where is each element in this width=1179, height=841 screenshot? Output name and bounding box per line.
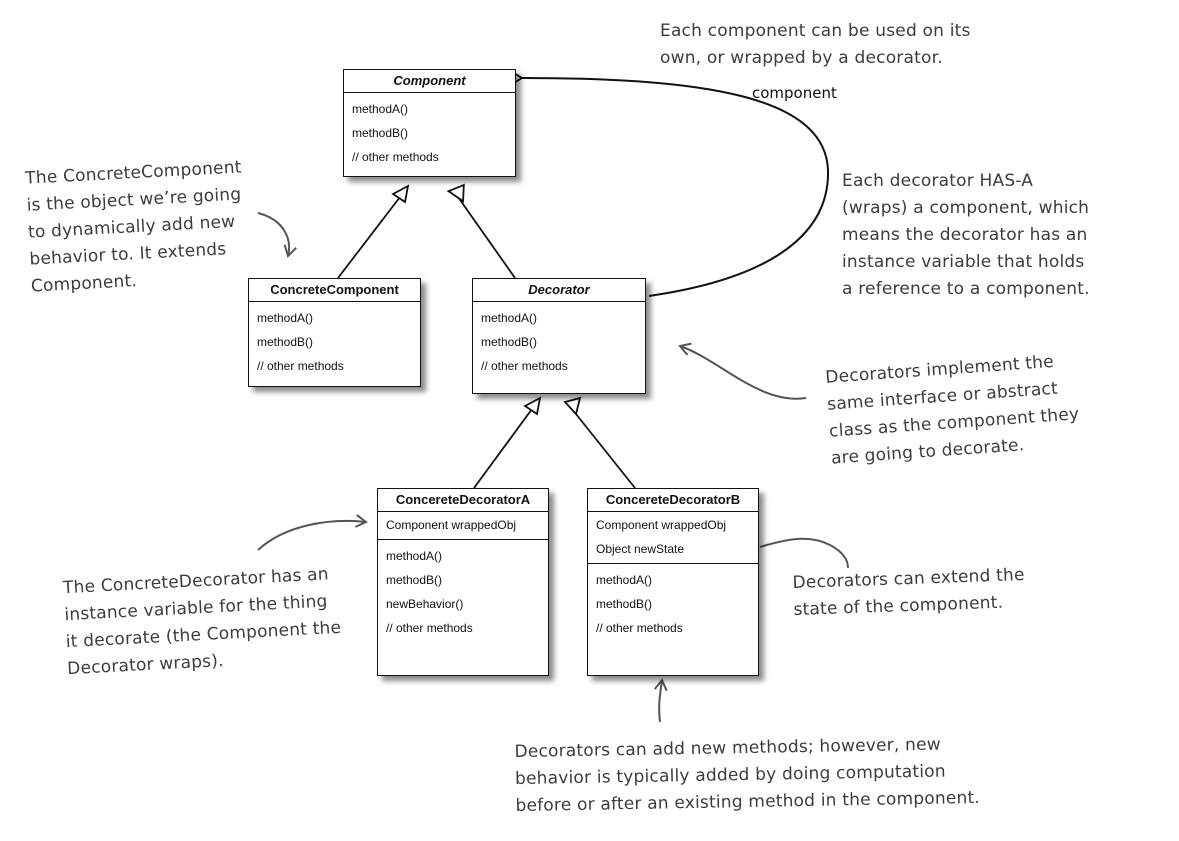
method: methodA() bbox=[352, 102, 409, 116]
class-title: Decorator bbox=[473, 279, 645, 302]
method: methodB() bbox=[596, 597, 653, 611]
note-concrete-component: The ConcreteComponent is the object we’r… bbox=[25, 154, 248, 300]
inherit-triangle bbox=[523, 396, 542, 416]
note-line: instance variable that holds bbox=[842, 252, 1085, 272]
note-line: Each component can be used on its bbox=[660, 21, 971, 41]
association-arc bbox=[511, 71, 830, 297]
inherit-line-decorator-b bbox=[571, 408, 636, 489]
method: newBehavior() bbox=[386, 597, 464, 611]
method: methodA() bbox=[481, 311, 538, 325]
method: methodB() bbox=[352, 126, 409, 140]
class-concrete-component: ConcreteComponent methodA() methodB() //… bbox=[248, 278, 421, 387]
note-arrow-concrete-component bbox=[257, 212, 297, 258]
note-component-usage: Each component can be used on its own, o… bbox=[660, 18, 971, 72]
note-arrow-implement bbox=[678, 342, 807, 400]
class-title: ConcereteDecoratorB bbox=[588, 489, 758, 512]
method: // other methods bbox=[481, 359, 568, 373]
method: // other methods bbox=[352, 150, 439, 164]
class-decorator: Decorator methodA() methodB() // other m… bbox=[472, 278, 646, 394]
note-line: means the decorator has an bbox=[842, 225, 1088, 245]
inherit-triangle bbox=[563, 396, 582, 416]
method: methodB() bbox=[386, 573, 443, 587]
note-extend-state: Decorators can extend the state of the c… bbox=[792, 562, 1026, 624]
note-line: a reference to a component. bbox=[842, 279, 1090, 299]
note-line-extend-state bbox=[759, 537, 849, 569]
note-line: (wraps) a component, which bbox=[842, 198, 1090, 218]
note-arrow-new-methods bbox=[653, 678, 668, 723]
method: methodB() bbox=[257, 335, 314, 349]
note-new-methods: Decorators can add new methods; however,… bbox=[514, 731, 980, 820]
inherit-triangle bbox=[391, 184, 410, 204]
field: Component wrappedObj bbox=[596, 518, 727, 532]
inherit-line-decorator-a bbox=[473, 408, 533, 489]
method: methodA() bbox=[257, 311, 314, 325]
class-title: Component bbox=[344, 70, 515, 93]
method: methodA() bbox=[596, 573, 653, 587]
method: methodB() bbox=[481, 335, 538, 349]
inherit-line-decorator bbox=[457, 196, 516, 279]
note-implement-interface: Decorators implement the same interface … bbox=[825, 347, 1082, 472]
inherit-line-concrete-component bbox=[337, 196, 401, 279]
class-title: ConcreteComponent bbox=[249, 279, 420, 302]
note-has-a: Each decorator HAS-A (wraps) a component… bbox=[842, 168, 1090, 303]
method: // other methods bbox=[257, 359, 344, 373]
field: Object newState bbox=[596, 542, 685, 556]
method: methodA() bbox=[386, 549, 443, 563]
association-label: component bbox=[752, 84, 837, 102]
note-concrete-decorator: The ConcreteDecorator has an instance va… bbox=[62, 561, 343, 683]
inherit-triangle bbox=[446, 183, 465, 203]
class-component: Component methodA() methodB() // other m… bbox=[343, 69, 516, 177]
field: Component wrappedObj bbox=[386, 518, 517, 532]
method: // other methods bbox=[386, 621, 473, 635]
class-title: ConcereteDecoratorA bbox=[378, 489, 548, 512]
class-concrete-decorator-b: ConcereteDecoratorB Component wrappedObj… bbox=[587, 488, 759, 676]
method: // other methods bbox=[596, 621, 683, 635]
note-line: Each decorator HAS-A bbox=[842, 171, 1034, 191]
class-concrete-decorator-a: ConcereteDecoratorA Component wrappedObj… bbox=[377, 488, 549, 676]
note-arrow-concrete-decorator bbox=[257, 514, 368, 551]
note-line: own, or wrapped by a decorator. bbox=[660, 48, 943, 68]
